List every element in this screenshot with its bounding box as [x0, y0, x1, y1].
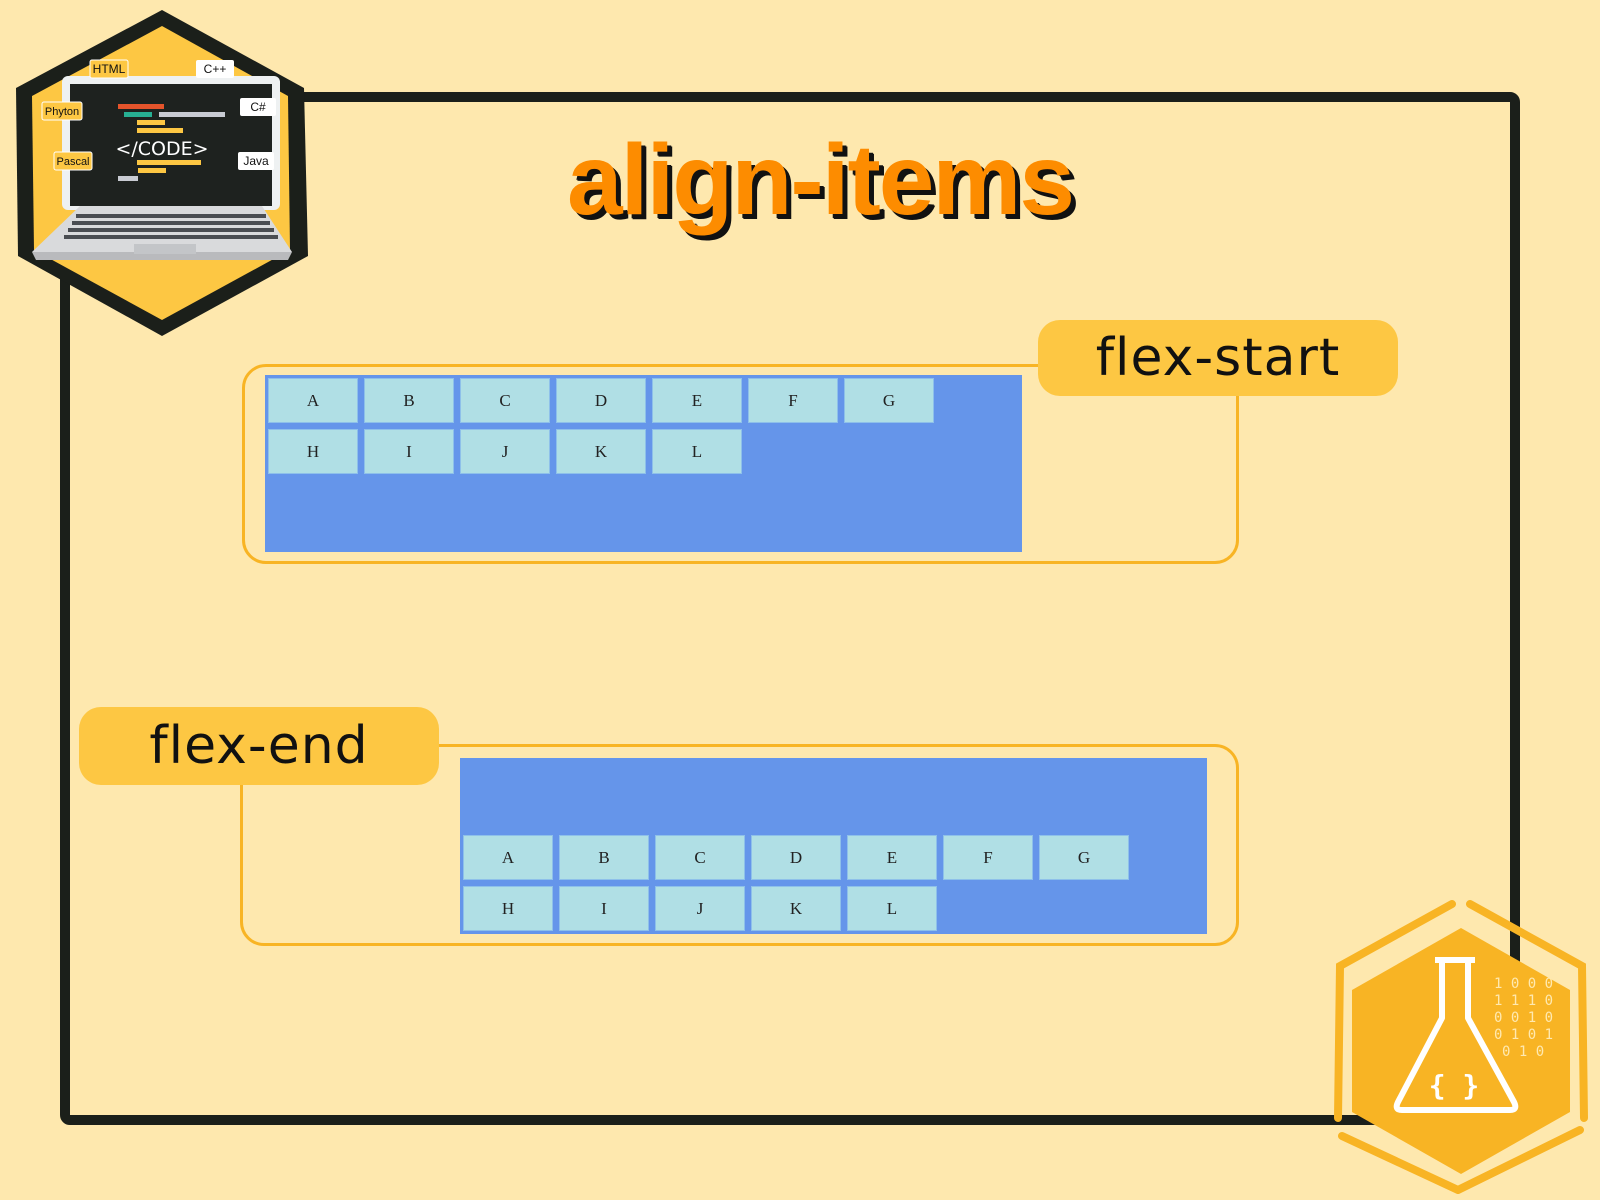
flex-item: L — [847, 886, 937, 931]
svg-text:HTML: HTML — [93, 62, 126, 76]
svg-text:0 0 1 0: 0 0 1 0 — [1494, 1010, 1553, 1026]
svg-text:</CODE>: </CODE> — [115, 138, 208, 160]
flex-item: C — [460, 378, 550, 423]
flex-item: K — [751, 886, 841, 931]
svg-text:1 1 1 0: 1 1 1 0 — [1494, 993, 1553, 1009]
svg-text:Pascal: Pascal — [56, 156, 89, 168]
flex-item: G — [844, 378, 934, 423]
flex-item: E — [652, 378, 742, 423]
flex-end-container: A B C D E F G H I J K L — [460, 758, 1207, 934]
flex-item: J — [460, 429, 550, 474]
flex-item: D — [556, 378, 646, 423]
svg-text:Phyton: Phyton — [45, 106, 79, 118]
flex-item: A — [463, 835, 553, 880]
svg-text:Java: Java — [243, 154, 269, 168]
flex-item: B — [364, 378, 454, 423]
flex-start-outline — [242, 364, 1239, 564]
svg-text:{ }: { } — [1429, 1069, 1480, 1102]
laptop-code-icon: </CODE> HTML C++ Phyton C# Pascal Java — [16, 10, 308, 336]
flex-item: H — [463, 886, 553, 931]
flask-icon: { } 1 0 0 0 1 1 1 0 0 0 1 0 0 1 0 1 0 1 … — [1334, 900, 1588, 1194]
flex-item: I — [364, 429, 454, 474]
slide-frame — [60, 92, 1520, 1125]
flex-item: A — [268, 378, 358, 423]
flex-end-label: flex-end — [79, 707, 439, 785]
svg-text:0 1 0: 0 1 0 — [1502, 1044, 1544, 1060]
flex-item: B — [559, 835, 649, 880]
flex-item: L — [652, 429, 742, 474]
svg-text:C++: C++ — [204, 62, 227, 76]
flex-item: D — [751, 835, 841, 880]
svg-text:C#: C# — [250, 100, 266, 114]
flex-end-outline — [240, 744, 1239, 946]
flex-item: F — [748, 378, 838, 423]
flex-item: G — [1039, 835, 1129, 880]
flex-item: K — [556, 429, 646, 474]
flex-item: E — [847, 835, 937, 880]
page-title: align-items — [567, 124, 1075, 236]
flex-start-label: flex-start — [1038, 320, 1398, 396]
svg-text:0 1 0 1: 0 1 0 1 — [1494, 1027, 1553, 1043]
flex-item: I — [559, 886, 649, 931]
flex-item: H — [268, 429, 358, 474]
flex-start-container: A B C D E F G H I J K L — [265, 375, 1022, 552]
flex-item: C — [655, 835, 745, 880]
flex-item: J — [655, 886, 745, 931]
flex-item: F — [943, 835, 1033, 880]
svg-text:1 0 0 0: 1 0 0 0 — [1494, 976, 1553, 992]
